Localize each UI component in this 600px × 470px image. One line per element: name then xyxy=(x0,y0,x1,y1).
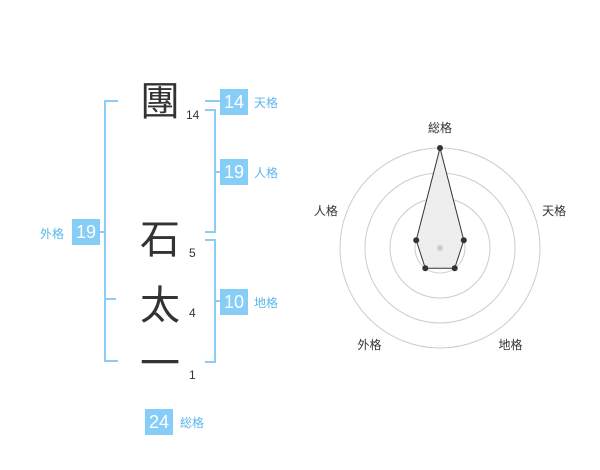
stroke-count-3: 4 xyxy=(189,306,196,320)
chikaku-label: 地格 xyxy=(254,296,279,310)
gaikaku-bracket xyxy=(104,100,118,362)
tenkaku-bracket xyxy=(205,100,217,102)
jinkaku-link xyxy=(216,171,220,173)
name-char-1: 團 xyxy=(140,79,180,125)
radar-point-5 xyxy=(413,237,420,244)
chikaku-link xyxy=(216,300,220,302)
radar-point-3 xyxy=(451,265,458,272)
name-char-3: 太 xyxy=(140,283,180,329)
soukaku-badge: 24 xyxy=(145,409,173,435)
radar-point-2 xyxy=(460,237,467,244)
radar-center-dot xyxy=(437,245,443,251)
jinkaku-label: 人格 xyxy=(254,166,279,180)
stroke-count-2: 5 xyxy=(189,246,196,260)
jinkaku-badge: 19 xyxy=(220,159,248,185)
radar-axis-label-3: 地格 xyxy=(499,337,523,352)
name-char-4: 一 xyxy=(140,341,180,387)
radar-axis-label-1: 総格 xyxy=(428,120,452,135)
radar-points xyxy=(413,145,467,272)
gaikaku-badge: 19 xyxy=(72,219,100,245)
soukaku-label: 総格 xyxy=(180,416,205,430)
stroke-count-4: 1 xyxy=(189,368,196,382)
tenkaku-badge: 14 xyxy=(220,89,248,115)
radar-axis-label-4: 外格 xyxy=(357,337,381,352)
radar-point-1 xyxy=(437,145,443,151)
gaikaku-label: 外格 xyxy=(40,227,65,241)
stroke-count-1: 14 xyxy=(186,108,200,122)
gaikaku-bracket-tick xyxy=(104,298,116,300)
radar-axis-label-5: 人格 xyxy=(314,203,338,218)
radar-axis-label-2: 天格 xyxy=(542,203,566,218)
radar-point-4 xyxy=(422,265,429,272)
name-char-2: 石 xyxy=(140,217,180,263)
radar-area xyxy=(415,147,465,269)
gaikaku-link xyxy=(96,231,104,233)
tenkaku-label: 天格 xyxy=(254,96,279,110)
chikaku-badge: 10 xyxy=(220,289,248,315)
jinkaku-bracket xyxy=(205,109,216,233)
chikaku-bracket xyxy=(205,239,216,363)
tenkaku-link xyxy=(216,100,220,102)
